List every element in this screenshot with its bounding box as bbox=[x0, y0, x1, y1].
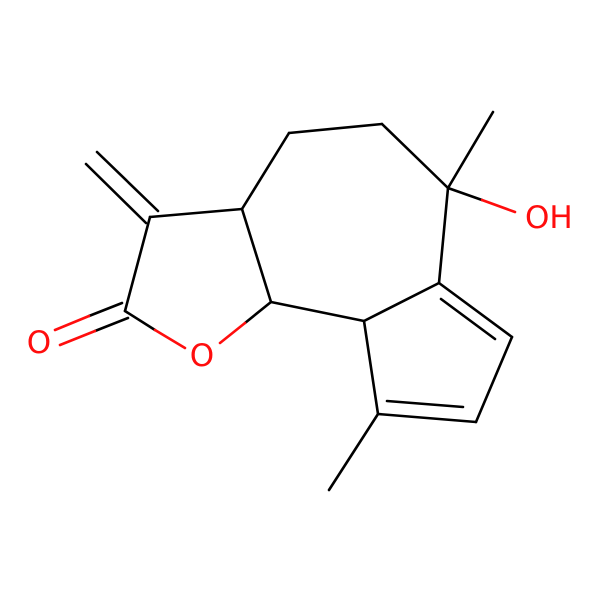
bond-c5-c6 bbox=[380, 122, 450, 190]
carbonyl-double-bond-line-2-oxygen bbox=[53, 314, 91, 332]
bond-c6-oh-oxygen-half bbox=[480, 198, 517, 214]
bond-c2-ring-o-carbon-half bbox=[123, 309, 157, 332]
bond-c3a-c9b bbox=[240, 207, 273, 304]
bond-c2-ring-o-oxygen-half bbox=[153, 328, 187, 350]
ring-oxygen-label: O bbox=[190, 338, 214, 374]
bond-c9b-c9a bbox=[269, 300, 366, 323]
methylene-double-bond-line-1 bbox=[95, 150, 160, 213]
bond-c6a-c9a bbox=[362, 281, 441, 323]
carbonyl-oxygen-label: O bbox=[27, 325, 51, 361]
bond-c7-c8 bbox=[474, 335, 514, 424]
bond-c3-c3a bbox=[148, 207, 244, 219]
methylene-double-bond-line-2 bbox=[84, 162, 148, 225]
bond-c4-c5 bbox=[287, 122, 384, 135]
bond-c8-c9 bbox=[376, 412, 478, 424]
hydroxyl-label: OH bbox=[525, 200, 573, 236]
bond-c3-c2 bbox=[123, 215, 152, 313]
bond-c9-methyl bbox=[327, 412, 380, 492]
bond-c8-c9-inner bbox=[385, 399, 465, 409]
carbonyl-double-bond-line-1-carbon bbox=[93, 316, 130, 333]
carbonyl-double-bond-line-1-oxygen bbox=[58, 329, 97, 347]
carbonyl-double-bond-line-2-carbon bbox=[87, 301, 124, 318]
bond-c9b-ring-o-carbon-half bbox=[243, 300, 273, 325]
bond-c6-c6a bbox=[437, 186, 450, 285]
bond-c6-methyl bbox=[446, 110, 495, 190]
bond-c6a-c7-inner bbox=[439, 297, 497, 341]
bond-c9-c9a bbox=[362, 319, 380, 416]
bond-c6a-c7 bbox=[437, 281, 514, 339]
bond-c3a-c4 bbox=[240, 131, 291, 211]
bond-c6-oh-carbon-half bbox=[446, 186, 484, 202]
bond-c9b-ring-o-oxygen-half bbox=[218, 321, 247, 345]
